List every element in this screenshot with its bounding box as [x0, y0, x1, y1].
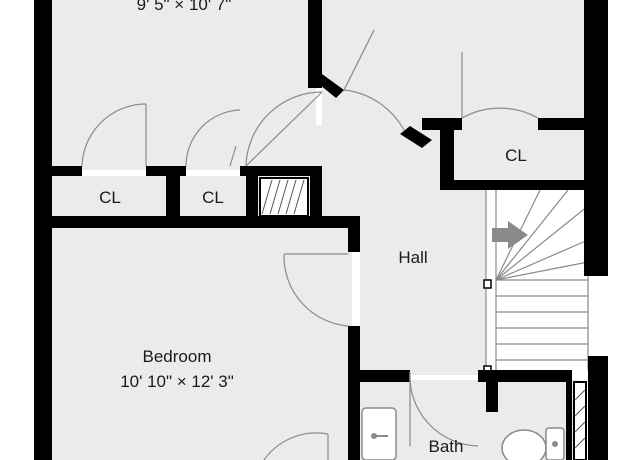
room-label-closet-2: CL [202, 188, 224, 207]
room-label-closet-3: CL [505, 146, 527, 165]
room-labels: 9' 5" × 10' 7" CL CL CL Hall Bedroom 10'… [99, 0, 527, 456]
room-label-bath: Bath [429, 437, 464, 456]
fixtures [361, 407, 565, 460]
staircase [483, 189, 589, 375]
room-dimensions-bedroom-top: 9' 5" × 10' 7" [137, 0, 232, 14]
room-label-closet-1: CL [99, 188, 121, 207]
room-dimensions-bedroom: 10' 10" × 12' 3" [120, 372, 234, 391]
bathtub [361, 407, 397, 460]
stair-direction-arrow-icon [492, 221, 528, 249]
chimney-block [259, 177, 587, 460]
toilet-icon [501, 427, 565, 460]
sink-icon [371, 433, 388, 439]
doors [81, 29, 539, 460]
room-label-hall: Hall [398, 248, 427, 267]
walls [34, 0, 608, 460]
room-label-bedroom: Bedroom [143, 347, 212, 366]
